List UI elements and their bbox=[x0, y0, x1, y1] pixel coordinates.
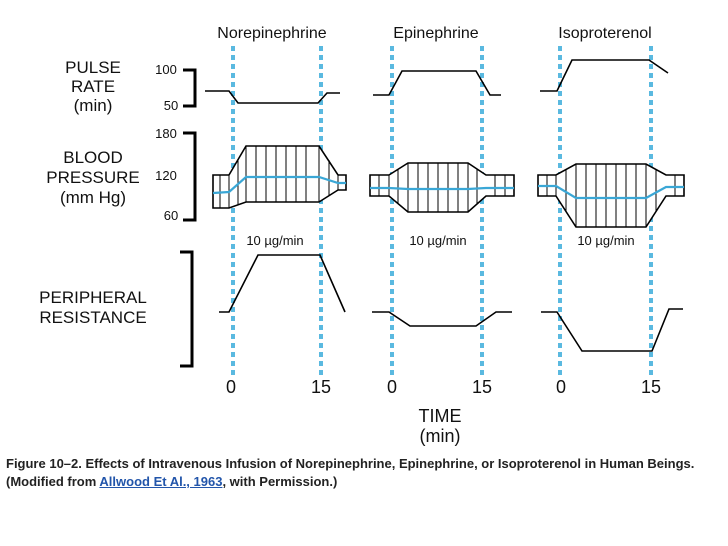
blood-pressure-label: BLOOD PRESSURE (mm Hg) bbox=[46, 148, 140, 207]
pulse-trace-isoproterenol bbox=[540, 59, 669, 92]
drug-title-epinephrine: Epinephrine bbox=[393, 25, 479, 42]
time-tick-15-norepinephrine: 15 bbox=[311, 377, 331, 397]
drug-title-norepinephrine: Norepinephrine bbox=[217, 25, 327, 42]
svg-text:PERIPHERAL: PERIPHERAL bbox=[39, 288, 147, 307]
svg-text:(min): (min) bbox=[74, 96, 113, 115]
svg-text:RESISTANCE: RESISTANCE bbox=[39, 308, 146, 327]
dose-label-isoproterenol: 10 µg/min bbox=[577, 233, 634, 248]
time-tick-0-norepinephrine: 0 bbox=[226, 377, 236, 397]
svg-text:(mm Hg): (mm Hg) bbox=[60, 188, 126, 207]
time-tick-0-isoproterenol: 0 bbox=[556, 377, 566, 397]
dose-label-epinephrine: 10 µg/min bbox=[409, 233, 466, 248]
svg-text:PULSE: PULSE bbox=[65, 58, 121, 77]
time-axis-unit: (min) bbox=[420, 426, 461, 446]
svg-text:RATE: RATE bbox=[71, 77, 115, 96]
resistance-trace-epinephrine bbox=[372, 311, 512, 327]
pulse-tick-high: 100 bbox=[155, 62, 177, 77]
bp-pulse-lines-isoproterenol bbox=[546, 164, 676, 227]
pulse-tick-low: 50 bbox=[164, 98, 178, 113]
dose-label-norepinephrine: 10 µg/min bbox=[246, 233, 303, 248]
pulse-rate-label: PULSE RATE (min) bbox=[65, 58, 121, 115]
resistance-trace-norepinephrine bbox=[219, 254, 346, 313]
bp-pulse-lines-epinephrine bbox=[378, 163, 506, 212]
citation-link[interactable]: Allwood Et Al., 1963 bbox=[99, 474, 223, 489]
svg-text:BLOOD: BLOOD bbox=[63, 148, 123, 167]
svg-text:PRESSURE: PRESSURE bbox=[46, 168, 140, 187]
peripheral-resistance-label: PERIPHERAL RESISTANCE bbox=[39, 288, 147, 327]
pulse-trace-epinephrine bbox=[373, 70, 501, 96]
caption-text-end: , with Permission.) bbox=[222, 474, 338, 489]
figure-caption: Figure 10–2. Effects of Intravenous Infu… bbox=[6, 455, 722, 491]
resistance-trace-isoproterenol bbox=[541, 308, 683, 352]
bp-tick-high: 180 bbox=[155, 126, 177, 141]
caption-text-start: Figure 10–2. Effects of Intravenous Infu… bbox=[6, 456, 695, 489]
bp-trace-epinephrine bbox=[369, 162, 515, 213]
time-tick-15-epinephrine: 15 bbox=[472, 377, 492, 397]
time-axis-label: TIME bbox=[419, 406, 462, 426]
time-tick-0-epinephrine: 0 bbox=[387, 377, 397, 397]
bp-scale-brace bbox=[183, 131, 197, 222]
pulse-scale-brace bbox=[183, 68, 197, 108]
bp-tick-mid: 120 bbox=[155, 168, 177, 183]
bp-trace-isoproterenol bbox=[537, 163, 685, 228]
time-tick-15-isoproterenol: 15 bbox=[641, 377, 661, 397]
drug-title-isoproterenol: Isoproterenol bbox=[558, 25, 651, 42]
resistance-scale-brace bbox=[180, 250, 194, 368]
pulse-trace-norepinephrine bbox=[205, 90, 340, 104]
bp-trace-norepinephrine bbox=[212, 145, 347, 209]
bp-tick-low: 60 bbox=[164, 208, 178, 223]
